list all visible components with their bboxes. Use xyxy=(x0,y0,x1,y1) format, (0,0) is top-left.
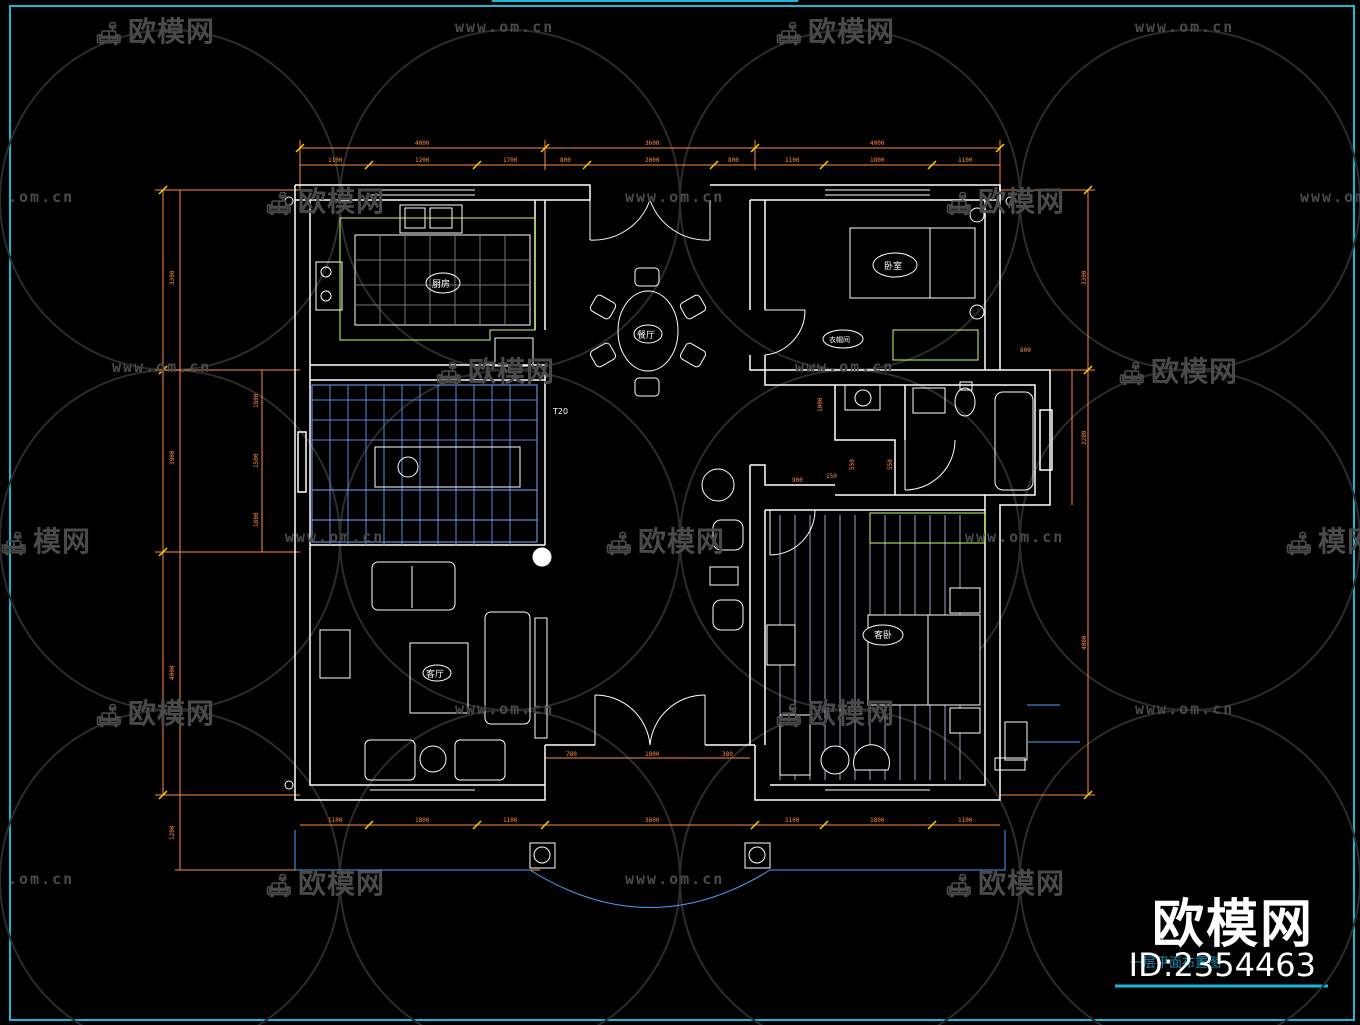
watermark-logo: 欧模网 xyxy=(945,862,1065,902)
dim-bottom-2: 1800 xyxy=(415,817,430,824)
dim-bottom-1: 1100 xyxy=(328,817,343,824)
dim-top-outer-1: 4000 xyxy=(415,140,430,147)
dining xyxy=(589,199,711,397)
watermark-logo: 欧模网 xyxy=(775,692,895,732)
watermark-logo: 欧模网 xyxy=(265,180,385,220)
room-label-guest: 客卧 xyxy=(874,629,892,641)
dim-top-inner-1: 1100 xyxy=(328,157,343,164)
watermark-url: www.om.cn xyxy=(455,18,555,36)
watermark-url: www.om.cn xyxy=(965,528,1065,546)
dim-left-1: 3300 xyxy=(169,270,176,285)
dim-bottom-7: 1100 xyxy=(958,817,973,824)
dimension-lines xyxy=(155,140,1095,871)
dim-top-inner-9: 1100 xyxy=(958,157,973,164)
watermark-logo: 欧模网 xyxy=(265,862,385,902)
dim-bath-6: 1000 xyxy=(817,397,824,412)
room-labels: 厨房 餐厅 卧室 客厅 客卧 衣帽间 xyxy=(426,260,902,680)
brand-id: ID:2354463 xyxy=(1128,946,1316,984)
dim-top-inner-7: 1100 xyxy=(785,157,800,164)
dim-bath-5: 800 xyxy=(1020,347,1031,354)
room-label-kitchen: 厨房 xyxy=(432,278,450,290)
watermark-url: www.om.cn xyxy=(1135,18,1235,36)
dimension-text: 4000 3600 4000 1100 1200 1700 800 2000 8… xyxy=(169,140,1088,840)
dim-top-outer-3: 4000 xyxy=(870,140,885,147)
dim-right-3: 4000 xyxy=(1081,635,1088,650)
dim-entry-3: 380 xyxy=(722,751,733,758)
drawing-title: 一层平面布置图 xyxy=(1130,956,1222,971)
watermark-logo: 欧模网 xyxy=(95,692,215,732)
dim-bottom-6: 1800 xyxy=(870,817,885,824)
dim-entry-2: 1800 xyxy=(645,751,660,758)
dim-stair-1: 1800 xyxy=(253,393,260,408)
dimension-ticks xyxy=(158,143,1093,830)
watermark-logo: 模网 xyxy=(0,520,91,560)
watermark-url: www.om.cn xyxy=(1135,700,1235,718)
watermark-logo: 欧模网 xyxy=(95,10,215,50)
stairs: T20 xyxy=(311,384,568,545)
room-label-dining: 餐厅 xyxy=(637,329,655,341)
watermark-url: www.om.cn xyxy=(625,188,725,206)
dim-entry-1: 780 xyxy=(566,751,577,758)
living-room xyxy=(319,468,744,781)
dim-left-4: 1200 xyxy=(169,825,176,840)
dim-bottom-3: 1100 xyxy=(503,817,518,824)
watermark-url: .om.cn xyxy=(8,188,75,206)
watermark-url: www.om.cn xyxy=(795,358,895,376)
watermark-logo: 欧模网 xyxy=(775,10,895,50)
dim-top-inner-8: 1800 xyxy=(870,157,885,164)
dim-bath-4: 550 xyxy=(887,459,894,470)
dim-top-outer-2: 3600 xyxy=(645,140,660,147)
dim-left-2: 3900 xyxy=(169,450,176,465)
dim-bottom-5: 1100 xyxy=(785,817,800,824)
watermark-url: www.om.cn xyxy=(112,358,212,376)
dim-left-3: 4000 xyxy=(169,665,176,680)
dim-right-2: 2200 xyxy=(1081,430,1088,445)
watermark-logo: 欧模网 xyxy=(605,520,725,560)
guest-bedroom xyxy=(766,509,986,780)
dim-right-1: 3300 xyxy=(1081,270,1088,285)
dim-top-inner-6: 800 xyxy=(728,157,739,164)
bathroom xyxy=(844,381,1034,491)
dim-stair-2: 1500 xyxy=(253,453,260,468)
watermark-logo: 欧模网 xyxy=(945,180,1065,220)
room-label-living: 客厅 xyxy=(426,668,444,680)
dim-bath-2: 150 xyxy=(826,473,837,480)
viewport-border xyxy=(9,5,1355,1021)
watermark-url: .om.cn xyxy=(8,870,75,888)
room-label-closet: 衣帽间 xyxy=(829,335,850,344)
dim-bottom-4: 3600 xyxy=(645,817,660,824)
watermark-url: www.om.cn xyxy=(625,870,725,888)
watermark-url: www.om.cn xyxy=(285,528,385,546)
dim-top-inner-5: 2000 xyxy=(645,157,660,164)
dim-bath-1: 900 xyxy=(792,477,803,484)
stair-label: T20 xyxy=(552,407,568,416)
watermark-url: www.om.cn xyxy=(455,700,555,718)
room-label-bedroom: 卧室 xyxy=(884,260,902,272)
dim-top-inner-3: 1700 xyxy=(503,157,518,164)
bedroom xyxy=(764,207,985,361)
dim-stair-3: 1800 xyxy=(253,512,260,527)
watermark-logo: 欧模网 xyxy=(1118,350,1238,390)
dim-top-inner-4: 800 xyxy=(560,157,571,164)
watermark-logo: 模网 xyxy=(1285,520,1360,560)
watermark-url: www.om.cn xyxy=(1300,188,1360,206)
watermark-logo: 欧模网 xyxy=(435,350,555,390)
dim-bath-3: 550 xyxy=(849,459,856,470)
brand-logo-text: 欧模网 xyxy=(1151,895,1314,955)
kitchen xyxy=(315,204,536,367)
dim-top-inner-2: 1200 xyxy=(415,157,430,164)
